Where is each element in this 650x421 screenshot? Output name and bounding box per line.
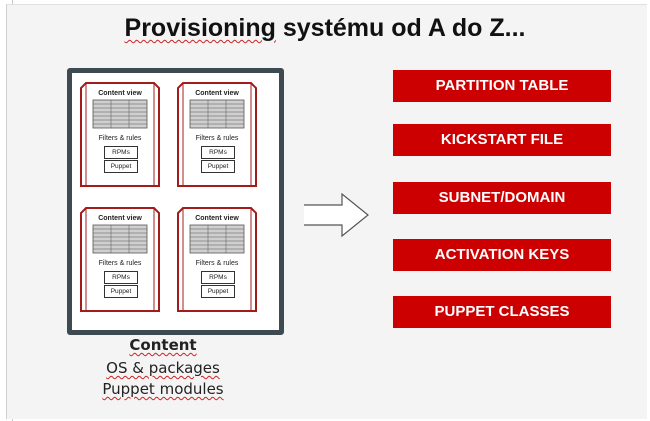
page-title: Provisioning systému od A do Z... — [0, 14, 650, 43]
content-view-outline — [80, 82, 160, 187]
puppet-box: Puppet — [201, 285, 235, 298]
content-view-grid — [189, 99, 245, 129]
puppet-classes-button[interactable]: PUPPET CLASSES — [393, 296, 611, 328]
content-view-outline — [177, 82, 257, 187]
content-view-card: Content view Filters & rules RPMs Puppet — [80, 207, 160, 312]
content-view-grid — [189, 224, 245, 254]
content-view-title: Content view — [98, 215, 142, 222]
activation-keys-button[interactable]: ACTIVATION KEYS — [393, 239, 611, 271]
subnet-domain-button[interactable]: SUBNET/DOMAIN — [393, 182, 611, 214]
content-view-grid — [92, 99, 148, 129]
title-word-provisioning: Provisioning — [124, 14, 276, 42]
content-view-outline — [177, 207, 257, 312]
content-view-title: Content view — [195, 90, 239, 97]
filters-rules-label: Filters & rules — [195, 260, 239, 267]
content-view-outline — [80, 207, 160, 312]
rpms-box: RPMs — [201, 146, 235, 159]
rpms-box: RPMs — [104, 271, 138, 284]
filters-rules-label: Filters & rules — [98, 260, 142, 267]
puppet-box: Puppet — [104, 285, 138, 298]
filters-rules-label: Filters & rules — [195, 135, 239, 142]
content-caption-os-packages: OS & packages — [106, 359, 220, 377]
filters-rules-label: Filters & rules — [98, 135, 142, 142]
kickstart-file-button[interactable]: KICKSTART FILE — [393, 124, 611, 156]
content-caption-heading: Content — [129, 336, 197, 354]
content-view-card: Content view Filters & rules RPMs Puppet — [177, 207, 257, 312]
content-caption-puppet-modules: Puppet modules — [102, 380, 224, 398]
content-view-card: Content view Filters & rules RPMs Puppet — [80, 82, 160, 187]
title-rest: systému od A do Z... — [275, 14, 526, 42]
puppet-box: Puppet — [201, 160, 235, 173]
right-arrow-icon — [304, 192, 369, 238]
content-view-card: Content view Filters & rules RPMs Puppet — [177, 82, 257, 187]
rpms-box: RPMs — [104, 146, 138, 159]
puppet-box: Puppet — [104, 160, 138, 173]
content-view-title: Content view — [98, 90, 142, 97]
partition-table-button[interactable]: PARTITION TABLE — [393, 70, 611, 102]
content-frame: Content view Filters & rules RPMs Puppet… — [67, 68, 284, 335]
content-view-grid — [92, 224, 148, 254]
content-view-title: Content view — [195, 215, 239, 222]
rpms-box: RPMs — [201, 271, 235, 284]
